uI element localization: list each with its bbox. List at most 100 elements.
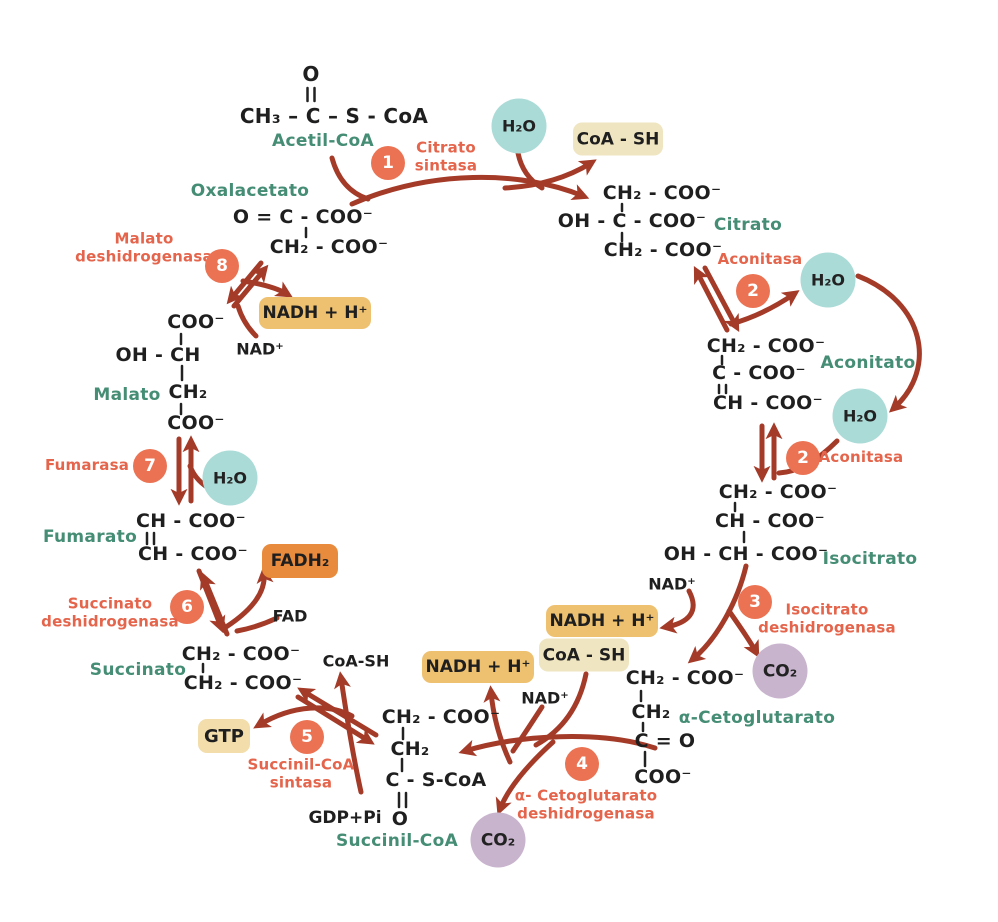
enzyme-malato-deshidrogenasa-line1: Malato (114, 229, 174, 248)
enzyme-citrato-sintasa-line2: sintasa (414, 156, 478, 174)
isocitrato-line3: OH - CH - COO⁻ (663, 543, 829, 565)
enzyme-succinato-deshidrogenasa-line2: deshidrogenasa (41, 612, 179, 630)
succinil-coa-line3: C - S-CoA (385, 769, 487, 791)
cetoglutarato-line2: CH₂ (631, 701, 671, 723)
step-3-badge: 3 (738, 585, 772, 619)
aconitato-line2: C - COO⁻ (712, 362, 806, 384)
coash-box-step1: CoA - SH (573, 122, 663, 156)
nad-label-step4: NAD⁺ (521, 688, 569, 708)
malato-line3: CH₂ (168, 381, 208, 403)
malato-line2: OH - CH (115, 344, 201, 366)
arrow-step2a-h2o-out (728, 290, 800, 327)
succinato-line2: CH₂ - COO⁻ (183, 672, 303, 694)
arrow-step8-nadh-out (240, 278, 293, 298)
oxalacetato-line2: CH₂ - COO⁻ (269, 236, 389, 258)
h2o-bubble-step7: H₂O (202, 450, 258, 506)
enzyme-succinato-deshidrogenasa-line1: Succinato (67, 594, 153, 613)
arrow-step5-gdp-coash (334, 671, 364, 795)
bond-acetil-double (306, 86, 316, 103)
acetil-coa-chain: CH₃ – C – S - CoA (239, 104, 429, 128)
gtp-box: GTP (198, 719, 250, 753)
arrow-step1-acetil-tail (329, 155, 371, 202)
step-2b-badge: 2 (786, 441, 820, 475)
cetoglutarato-line4: COO⁻ (634, 766, 692, 788)
enzyme-cetoglutarato-deshidrogenasa-line2: deshidrogenasa (517, 804, 655, 822)
arrow-step3-co2-out (726, 608, 760, 658)
enzyme-cetoglutarato-deshidrogenasa-line1: α- Cetoglutarato (514, 786, 658, 805)
fadh2-box: FADH₂ (262, 544, 338, 578)
arrow-step3-main (687, 563, 749, 664)
enzyme-isocitrato-deshidrogenasa-line1: Isocitrato (785, 600, 869, 619)
enzyme-aconitasa-1: Aconitasa (717, 250, 803, 269)
bond-aconitato-double (717, 383, 728, 395)
oxalacetato-label: Oxalacetato (190, 181, 310, 201)
arrow-step1-main (349, 174, 590, 207)
succinil-coa-line1: CH₂ - COO⁻ (381, 706, 501, 728)
isocitrato-label: Isocitrato (822, 549, 918, 569)
aconitato-label: Aconitato (820, 353, 916, 373)
succinil-coa-label: Succinil-CoA (335, 831, 459, 851)
arrow-step4-main (458, 734, 658, 757)
fumarato-line1: CH - COO⁻ (136, 510, 246, 532)
enzyme-citrato-sintasa-line1: Citrato (416, 138, 476, 157)
enzyme-aconitasa-2: Aconitasa (819, 448, 904, 467)
oxalacetato-line1: O = C - COO⁻ (232, 206, 374, 228)
arrow-step4-coash-in (533, 671, 589, 748)
cetoglutarato-line3: C = O (634, 730, 696, 752)
enzyme-succinil-coa-sintasa-line1: Succinil-CoA (247, 755, 355, 774)
bond-fumarato-double (145, 531, 156, 546)
enzyme-citrato-sintasa: Citrato sintasa (415, 139, 478, 174)
enzyme-isocitrato-deshidrogenasa: Isocitrato deshidrogenasa (758, 601, 896, 636)
aconitato-line3: CH - COO⁻ (713, 392, 823, 414)
isocitrato-line1: CH₂ - COO⁻ (718, 481, 838, 503)
arrow-step4-co2-out (495, 739, 556, 816)
step-8-badge: 8 (205, 249, 239, 283)
succinato-label: Succinato (89, 660, 187, 680)
arrow-step6-down (196, 568, 226, 634)
arrow-step4-nad-in (510, 704, 545, 754)
enzyme-succinil-coa-sintasa-line2: sintasa (269, 773, 333, 791)
arrow-step1-coash-out (502, 159, 597, 191)
citrato-line3: CH₂ - COO⁻ (603, 239, 723, 261)
step-6-badge: 6 (170, 590, 204, 624)
h2o-bubble-step2b: H₂O (832, 388, 888, 444)
bond-succinil-double (397, 791, 408, 809)
enzyme-isocitrato-deshidrogenasa-line2: deshidrogenasa (758, 618, 896, 636)
acetil-coa-label: Acetil-CoA (272, 131, 374, 151)
enzyme-malato-deshidrogenasa-line2: deshidrogenasa (75, 247, 213, 265)
arrow-step5-gtp-out (253, 705, 355, 729)
coash-label-step5: CoA-SH (322, 651, 390, 671)
arrow-step2a-up (693, 265, 730, 333)
arrow-step8-upright (231, 264, 269, 309)
malato-line1: COO⁻ (167, 311, 225, 333)
nad-label-step8: NAD⁺ (236, 339, 284, 359)
arrow-step2a-down (702, 265, 740, 332)
fad-label: FAD (272, 606, 308, 626)
co2-bubble-step4: CO₂ (470, 812, 526, 868)
enzyme-succinato-deshidrogenasa: Succinato deshidrogenasa (41, 595, 179, 630)
step-1-badge: 1 (371, 146, 405, 180)
gdp-pi-label: GDP+Pi (308, 808, 382, 828)
succinil-coa-line4: O (391, 808, 409, 830)
enzyme-cetoglutarato-deshidrogenasa: α- Cetoglutarato deshidrogenasa (515, 787, 657, 822)
chemical-bonds (145, 86, 746, 809)
enzyme-malato-deshidrogenasa: Malato deshidrogenasa (75, 230, 213, 265)
arrow-step3-nadh-out (659, 588, 696, 634)
arrow-step6-fad-in (234, 615, 280, 634)
cetoglutarato-line1: CH₂ - COO⁻ (625, 667, 745, 689)
step-7-badge: 7 (133, 449, 167, 483)
citrato-line1: CH₂ - COO⁻ (602, 182, 722, 204)
acetil-coa-oxygen: O (302, 62, 320, 86)
arrow-step4-nadh-out (483, 685, 513, 765)
enzyme-aconitasa-1-line1: Aconitasa (717, 250, 803, 269)
arrow-step6-fadh2-out (223, 566, 274, 630)
arrow-h2o-arc (855, 273, 922, 413)
enzyme-fumarasa-line1: Fumarasa (44, 456, 130, 475)
coash-box-step4: CoA - SH (539, 638, 629, 672)
step-2a-badge: 2 (736, 274, 770, 308)
fumarato-label: Fumarato (42, 527, 138, 547)
isocitrato-line2: CH - COO⁻ (715, 510, 825, 532)
nad-label-step3: NAD⁺ (648, 574, 696, 594)
